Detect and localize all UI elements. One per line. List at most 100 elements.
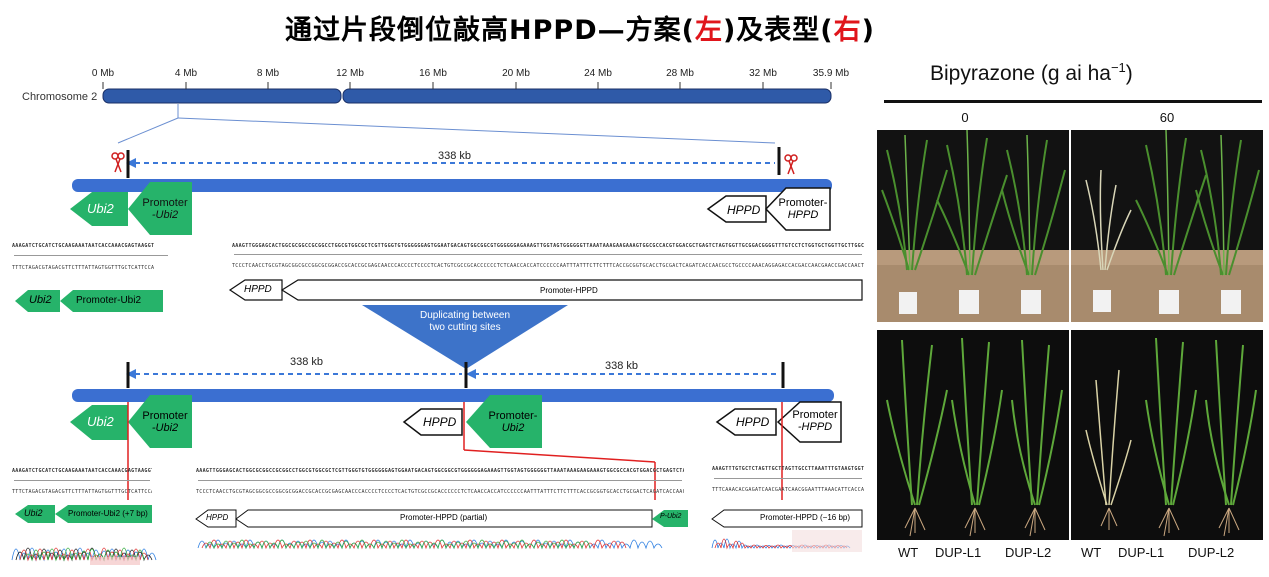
dup-zoom-b-seq-rule	[198, 480, 682, 481]
duplicating-line2: two cutting sites	[429, 322, 501, 333]
chromosome-segment-right	[342, 88, 832, 104]
title-left-word: 左	[694, 15, 723, 46]
page-title: 通过片段倒位敲高HPPD—方案(左)及表型(右)	[0, 8, 1160, 47]
title-part2: )及表型(	[722, 15, 834, 46]
line-label-left-wt: WT	[898, 545, 919, 560]
wt-promoter-hppd-arrow	[764, 187, 831, 231]
tick-6: 24 Mb	[584, 68, 612, 79]
wt-zoom-left-seq-top: AAAGATCTGCATCTGCAAGAAATAATCACCAAACGAGTAA…	[12, 243, 155, 249]
dup-promoter-ubi2-line2: -Ubi2	[151, 422, 179, 434]
dup-ubi2-label: Ubi2	[87, 414, 114, 429]
dup-zoom-c-seq-rule	[714, 478, 862, 479]
dup-chromosome-bar	[72, 389, 834, 402]
dup-zoom-c-promoter-arrow	[711, 509, 863, 528]
line-label-left-dupl2: DUP-L2	[1005, 545, 1052, 560]
wt-promoter-ubi2-line1: Promoter	[142, 197, 188, 209]
wt-chromosome-bar	[72, 179, 832, 192]
line-label-left-dupl1: DUP-L1	[935, 545, 982, 560]
wt-zoom-ubi2-arrow	[15, 290, 60, 312]
dup-promoter-ubi2-label: Promoter -Ubi2	[138, 410, 192, 434]
dup-promoter-hppd-right-line1: Promoter	[792, 409, 838, 421]
wt-zoom-promoter-ubi2-arrow	[60, 290, 163, 312]
dup-promoter-ubi2-mid-line1: Promoter-	[488, 410, 538, 422]
dup-hppd-mid-arrow	[402, 408, 463, 436]
wt-promoter-ubi2-arrow	[128, 182, 192, 235]
dup-zoom-a-seq-top: AAAGATCTGCATCTGCAAGAAATAATCACCAAACGAGTAA…	[12, 468, 152, 474]
dup-zoom-b-pubi2-label: P-Ubi2	[660, 513, 682, 520]
tick-3: 12 Mb	[336, 68, 364, 79]
dup-zoom-c-seq-top: AAAGTTTGTGCTCTAGTTGCTTAGTTGCCTTAAATTTGTA…	[712, 466, 864, 472]
tick-4: 16 Mb	[419, 68, 447, 79]
dup-zoom-a-ubi2-arrow	[15, 505, 55, 523]
chromosome-ticks	[102, 82, 832, 89]
line-label-right-dupl2: DUP-L2	[1188, 545, 1235, 560]
wt-promoter-hppd-line1: Promoter-	[778, 197, 828, 209]
chromosome-label: Chromosome 2	[22, 91, 98, 103]
dup-zoom-b-seq-top: AAAGTTGGGAGCACTGGCGCGGCCGCGGCCTGGCGTGGCG…	[196, 468, 684, 474]
dup-promoter-hppd-right-arrow	[776, 401, 842, 443]
title-right-word: 右	[833, 15, 862, 46]
dup-arrowhead-left	[126, 369, 136, 379]
dup-arrowhead-right	[466, 369, 476, 379]
dup-promoter-hppd-right-line2: -HPPD	[797, 421, 833, 433]
wt-zoom-promoter-ubi2-label: Promoter-Ubi2	[76, 295, 142, 306]
tick-1: 4 Mb	[174, 68, 198, 79]
phenotype-title-main: Bipyrazone (g ai ha	[930, 62, 1111, 85]
chromatogram-b	[197, 539, 663, 550]
wt-zoom-right-seq-top: AAAGTTGGGAGCACTGGCGCGGCCGCGGCCTGGCGTGGCG…	[232, 243, 864, 249]
wt-zoom-right-seq-bottom: TCCCTCAACCTGCGTAGCGGCGCCGGCGCGGACCGCACCG…	[232, 263, 864, 269]
dup-promoter-ubi2-mid-label: Promoter- Ubi2	[484, 410, 542, 434]
wt-zoom-promoter-hppd-label: Promoter-HPPD	[540, 286, 598, 295]
duplicating-label: Duplicating between two cutting sites	[395, 310, 535, 334]
tick-7: 28 Mb	[666, 68, 694, 79]
duplicating-triangle	[362, 305, 568, 369]
dup-zoom-a-promoter-arrow	[55, 505, 152, 523]
dup-zoom-b-promoter-label: Promoter-HPPD (partial)	[400, 513, 488, 522]
scheme-diagram	[11, 82, 863, 565]
dose-0: 0	[961, 110, 969, 125]
photo-dose60-uprooted	[1071, 330, 1263, 540]
dup-zoom-c-promoter-label: Promoter-HPPD (−16 bp)	[760, 513, 851, 522]
dup-distance-right-label: 338 kb	[605, 360, 639, 372]
photo-dose0-uprooted	[877, 330, 1069, 540]
dup-promoter-ubi2-mid-line2: Ubi2	[501, 422, 525, 434]
dup-hppd-right-arrow	[715, 408, 777, 436]
wt-promoter-ubi2-line2: -Ubi2	[151, 209, 179, 221]
phenotype-title: Bipyrazone (g ai ha−1)	[930, 60, 1133, 86]
dup-zoom-a-promoter-label: Promoter-Ubi2 (+7 bp)	[68, 509, 148, 518]
photo-dose60-pots	[1071, 130, 1263, 322]
chromatogram-a-highlight	[90, 557, 140, 565]
wt-zoom-hppd-label: HPPD	[244, 284, 272, 295]
dup-promoter-ubi2-line1: Promoter	[142, 410, 188, 422]
wt-zoom-right-seq-rule	[234, 254, 862, 255]
wt-promoter-hppd-line2: HPPD	[787, 209, 819, 221]
wt-ubi2-label: Ubi2	[87, 201, 114, 216]
tick-0: 0 Mb	[91, 68, 115, 79]
wt-promoter-hppd-label: Promoter- HPPD	[776, 197, 830, 221]
wt-promoter-ubi2-label: Promoter -Ubi2	[138, 197, 192, 221]
wt-zoom-ubi2-label: Ubi2	[29, 294, 52, 306]
dup-zoom-a-ubi2-label: Ubi2	[24, 508, 43, 518]
wt-zoom-promoter-hppd-arrow	[280, 279, 863, 301]
dup-zoom-b-hppd-label: HPPD	[206, 513, 229, 522]
dup-zoom-b-seq-bottom: TCCCTCAACCTGCGTAGCGGCGCCGGCGCGGACCGCACCG…	[196, 489, 684, 495]
tick-8: 32 Mb	[749, 68, 777, 79]
dup-zoom-b-promoter-arrow	[235, 509, 653, 528]
tick-2: 8 Mb	[256, 68, 280, 79]
junction-line-mid-b	[463, 449, 656, 463]
tick-5: 20 Mb	[502, 68, 530, 79]
duplicating-line1: Duplicating between	[419, 310, 511, 321]
chromatogram-c-highlight	[792, 530, 862, 552]
wt-arrowhead	[126, 158, 136, 168]
line-label-right-wt: WT	[1081, 545, 1102, 560]
scissors-icon	[111, 152, 125, 173]
wt-hppd-label: HPPD	[727, 203, 761, 217]
wt-zoom-left-seq-rule	[14, 255, 168, 256]
dup-zoom-a-seq-bottom: TTTCTAGACGTAGACGTTCTTTATTAGTGGTTTGCTCATT…	[12, 489, 152, 495]
chromosome-segment-left	[102, 88, 342, 104]
title-part3: )	[861, 15, 875, 46]
scissors-icon	[784, 154, 798, 175]
dup-zoom-c-seq-bottom: TTTCAAACACGAGATCAACGAATCAACGGAATTTAAACAT…	[712, 487, 864, 493]
dup-promoter-ubi2-mid-arrow	[466, 395, 542, 448]
dup-hppd-right-label: HPPD	[736, 415, 770, 429]
